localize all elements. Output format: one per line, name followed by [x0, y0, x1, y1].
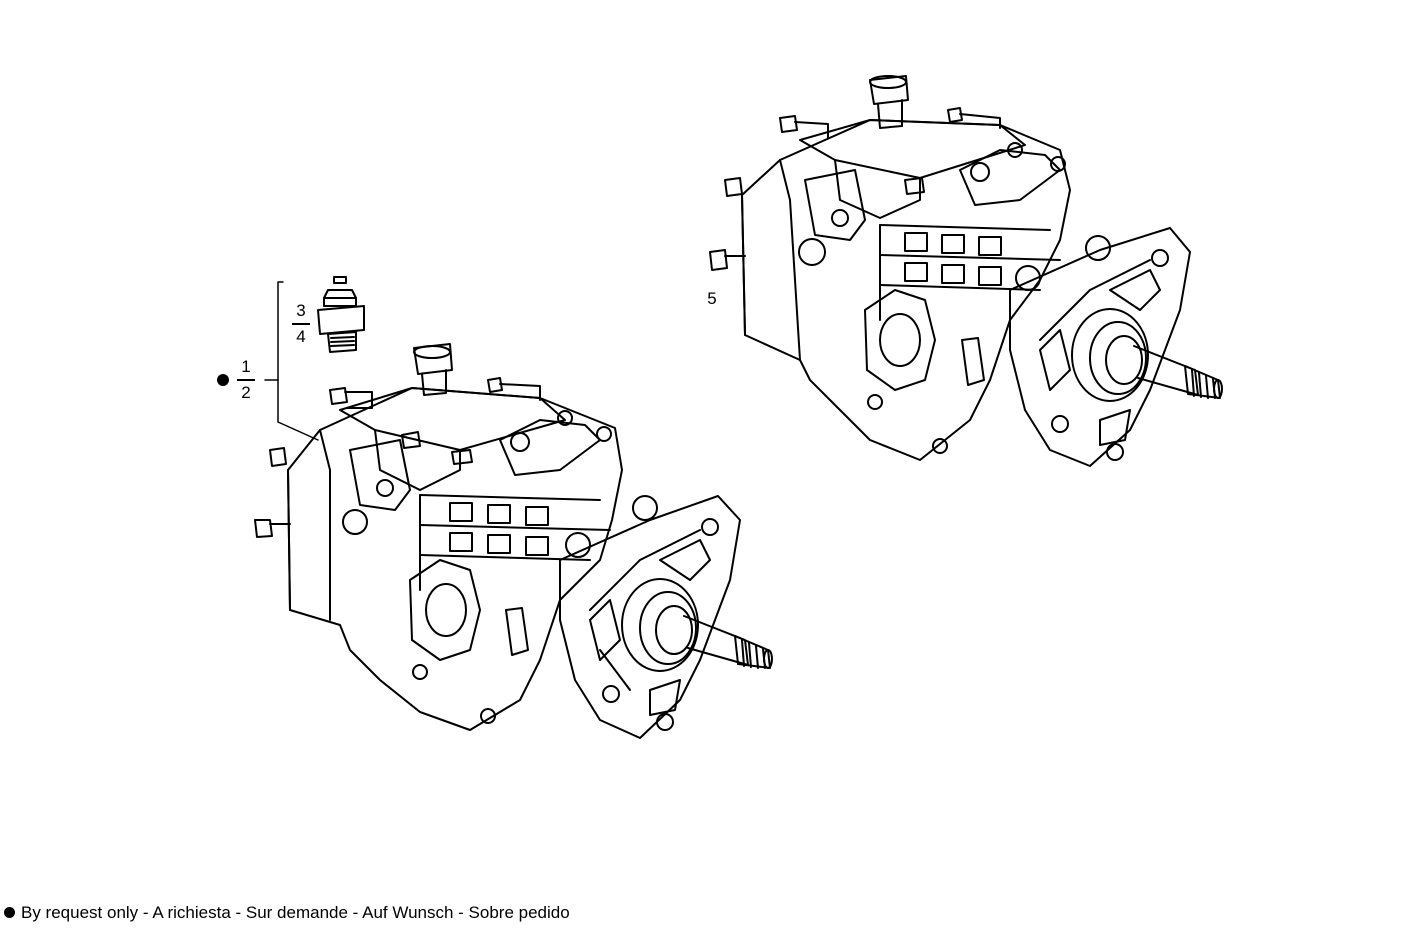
- injection-pump-left-drawing: [254, 343, 773, 739]
- callout-leaders: [264, 281, 319, 441]
- bullet-icon: [4, 907, 15, 918]
- by-request-bullet: [217, 374, 229, 386]
- callout-2: 2: [241, 383, 251, 402]
- sensor-part-drawing: [317, 276, 365, 353]
- footer-note: By request only - A richiesta - Sur dema…: [4, 903, 570, 923]
- callout-3: 3: [296, 301, 306, 320]
- injection-pump-right-drawing: [709, 75, 1223, 467]
- callout-1-2-divider: [237, 379, 255, 381]
- callout-5: 5: [707, 289, 717, 308]
- callout-3-4-divider: [292, 323, 310, 325]
- callout-1: 1: [241, 357, 251, 376]
- footer-note-text: By request only - A richiesta - Sur dema…: [21, 903, 570, 922]
- callout-4: 4: [296, 327, 306, 346]
